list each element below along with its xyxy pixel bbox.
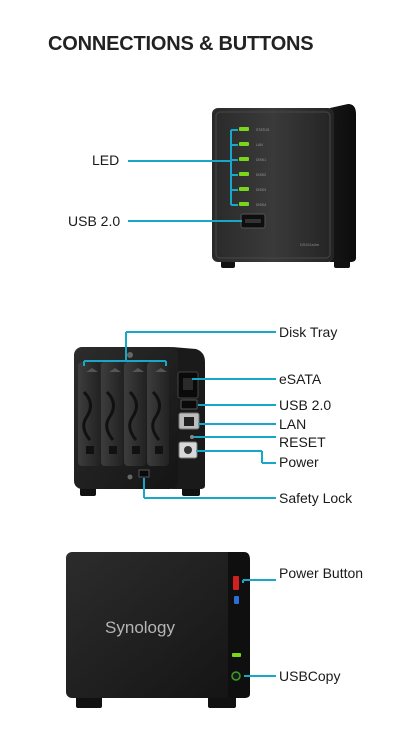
label-power-button: Power Button (279, 565, 364, 581)
led-label-status: STATUS (256, 128, 270, 132)
rear-view-device (74, 347, 205, 496)
label-usb-front: USB 2.0 (68, 213, 121, 229)
usbcopy-led (232, 653, 241, 657)
led-label-disk4: DISK4 (256, 203, 266, 207)
side-leader-lines (242, 579, 276, 677)
usbcopy-button (231, 671, 241, 681)
label-esata: eSATA (279, 371, 322, 387)
usb-blue-indicator (234, 596, 239, 604)
brand-logo: Synology (105, 618, 175, 637)
led-label-disk1: DISK1 (256, 158, 266, 162)
model-label: DS411slim (300, 242, 320, 247)
side-view-device: Synology (66, 552, 250, 708)
disk-trays (78, 362, 169, 466)
safety-lock-slot (138, 469, 150, 478)
label-led: LED (92, 152, 120, 168)
led-label-lan: LAN (256, 143, 263, 147)
label-reset: RESET (279, 434, 326, 450)
label-disk-tray: Disk Tray (279, 324, 338, 340)
reset-hole (190, 435, 194, 439)
label-usb-rear: USB 2.0 (279, 397, 332, 413)
led-label-disk3: DISK3 (256, 188, 266, 192)
front-leader-lines (128, 129, 242, 222)
power-button-indicator (233, 576, 239, 590)
usb-port-rear (180, 399, 198, 410)
front-view-device: STATUS LAN DISK1 DISK2 DISK3 DISK4 DS411… (212, 104, 356, 268)
rear-leader-lines (83, 331, 276, 499)
led-label-disk2: DISK2 (256, 173, 266, 177)
label-safety-lock: Safety Lock (279, 490, 353, 506)
label-lan: LAN (279, 416, 307, 432)
led-indicators: STATUS LAN DISK1 DISK2 DISK3 DISK4 (239, 127, 270, 207)
label-usbcopy: USBCopy (279, 668, 341, 684)
page-title: CONNECTIONS & BUTTONS (48, 33, 314, 55)
label-power: Power (279, 454, 319, 470)
